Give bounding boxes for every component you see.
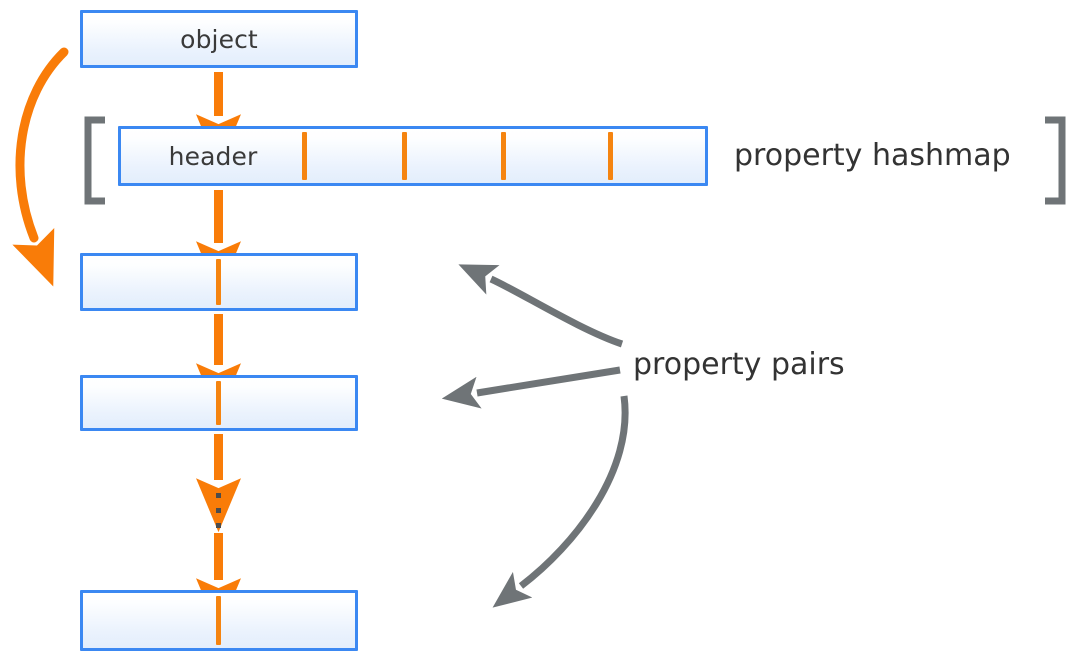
hashmap-cell-divider-3	[501, 132, 506, 180]
ellipsis-dot-3	[216, 523, 221, 528]
property-pairs-label: property pairs	[633, 347, 845, 382]
node-object-box[interactable]	[80, 10, 358, 68]
property-pair-last-divider	[216, 596, 221, 645]
node-object-label: object	[180, 25, 258, 54]
ellipsis-dot-2	[216, 508, 221, 513]
hashmap-cell-divider-2	[402, 132, 407, 180]
property-pair-1-divider	[216, 259, 221, 305]
gray-callout-arrow-bottom	[492, 395, 629, 608]
orange-curved-arrow-object-to-pair1	[12, 47, 69, 287]
hashmap-cell-divider-1	[302, 132, 307, 180]
ellipsis-dot-1	[216, 493, 221, 498]
node-hashmap-header-label: header	[168, 142, 258, 171]
property-hashmap-label: property hashmap	[734, 138, 1011, 173]
hashmap-cell-divider-4	[608, 132, 613, 180]
gray-callout-arrow-top	[458, 264, 624, 348]
gray-callout-arrow-middle	[441, 366, 621, 409]
property-pair-2-divider	[216, 381, 221, 425]
left-bracket	[84, 116, 105, 205]
right-bracket	[1045, 116, 1066, 205]
